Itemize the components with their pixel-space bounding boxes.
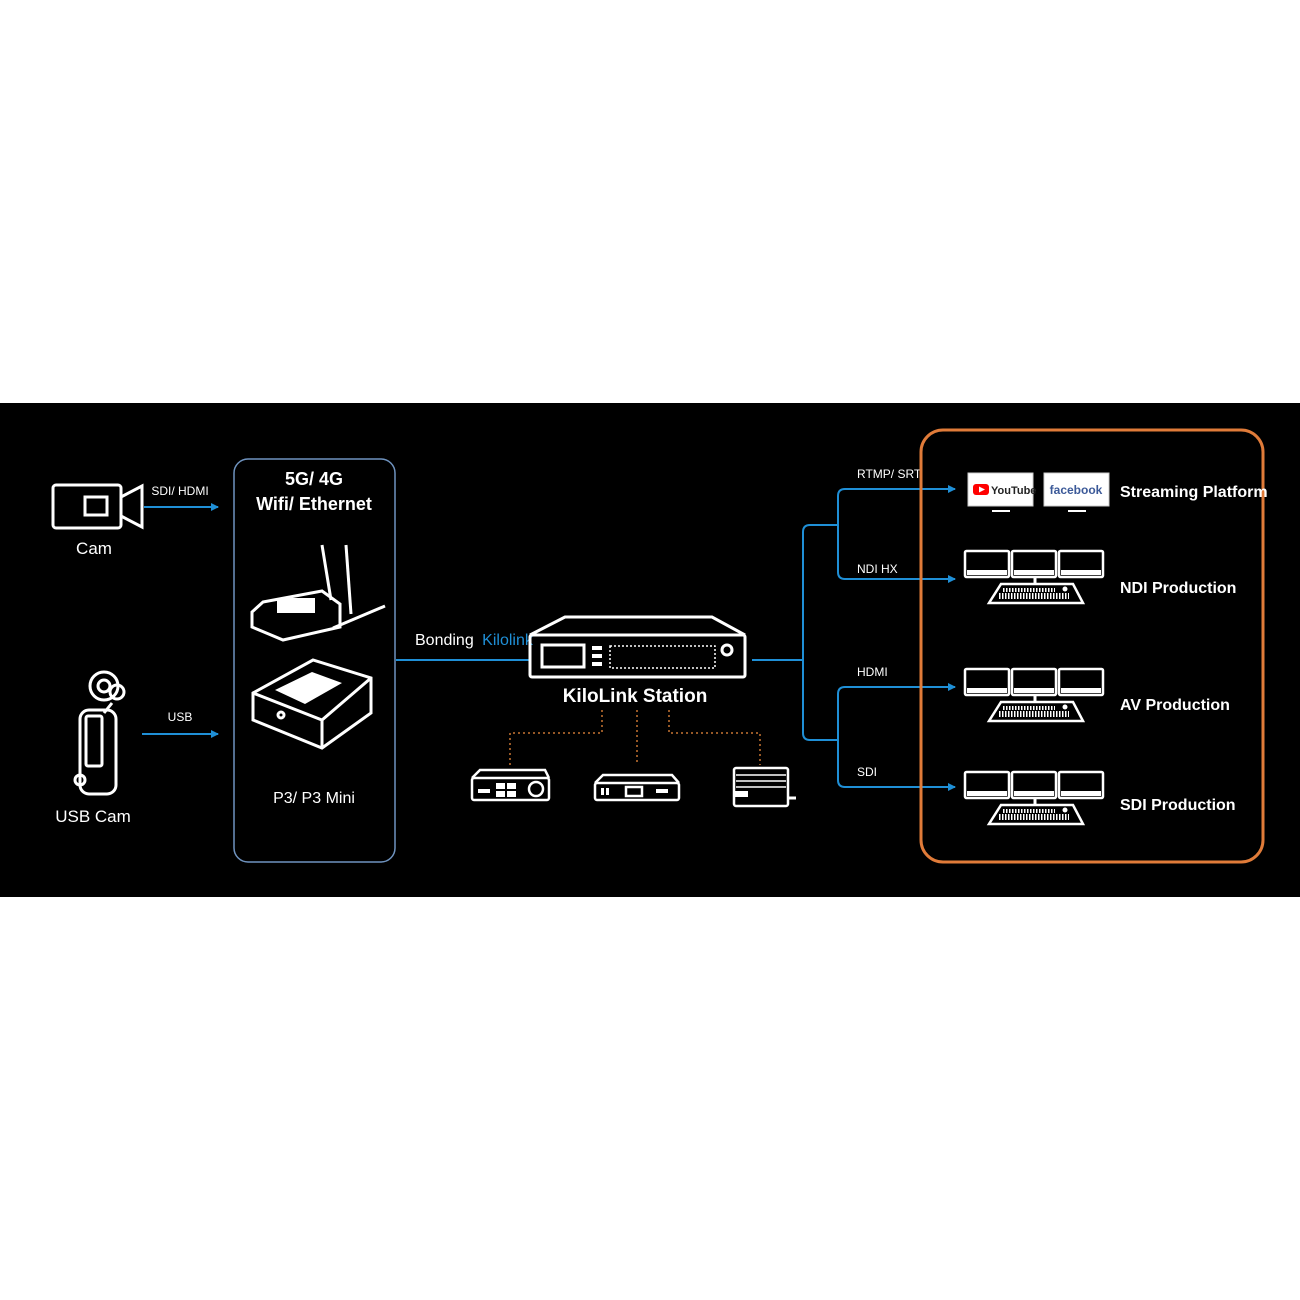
kilolink-station: KiloLink Station	[528, 615, 747, 707]
rack-unit-icon	[593, 773, 681, 802]
ndi-hx-arrow	[837, 525, 956, 583]
monitor-icon	[963, 667, 1011, 697]
control-desk-icon	[986, 803, 1086, 826]
rtmp-srt-arrow	[837, 485, 956, 525]
bonding-text: Bonding	[415, 632, 474, 649]
station-label: KiloLink Station	[563, 686, 708, 707]
monitor-icon	[963, 549, 1011, 579]
video-camera-icon	[51, 483, 144, 530]
cam-source: Cam	[51, 483, 144, 558]
usb-label: USB	[168, 710, 193, 724]
peripheral-links	[509, 710, 761, 765]
encoder-title-line1: 5G/ 4G	[285, 469, 343, 489]
youtube-label: YouTube	[991, 485, 1036, 497]
p3-encoder-icon	[251, 658, 373, 750]
encoder-title-line2: Wifi/ Ethernet	[256, 494, 372, 514]
cam-label: Cam	[76, 539, 112, 558]
facebook-label: facebook	[1050, 483, 1103, 497]
router-icon	[250, 544, 386, 642]
outputs-group-border	[919, 428, 1265, 864]
facebook-screen: facebook	[1043, 472, 1110, 512]
rack-server-icon	[528, 615, 747, 679]
output-protocol-hdmi: HDMI	[857, 665, 888, 679]
control-desk-icon	[986, 700, 1086, 723]
youtube-screen: YouTube	[967, 472, 1036, 512]
ndi-production-console-icon	[963, 549, 1105, 605]
output-bus	[802, 524, 838, 741]
sdi-arrow	[837, 740, 956, 791]
gimbal-camera-icon	[73, 670, 126, 796]
decoder-icon	[470, 768, 551, 802]
hdmi-arrow	[837, 683, 956, 740]
usb-cam-label: USB Cam	[55, 807, 131, 826]
av-production-console-icon	[963, 667, 1105, 723]
encoder-group-border	[233, 458, 396, 863]
encoder-group: 5G/ 4G Wifi/ Ethernet P3/ P3 Mini	[233, 458, 396, 863]
output-protocol-ndi: NDI HX	[857, 562, 898, 576]
monitor-icon	[1057, 770, 1105, 800]
destination-sdi: SDI Production	[1120, 797, 1236, 814]
monitor-icon	[1057, 549, 1105, 579]
output-protocol-rtmp: RTMP/ SRT	[857, 467, 922, 481]
monitor-icon	[1057, 667, 1105, 697]
converter-box-icon	[732, 766, 796, 808]
usb-cam-source: USB Cam	[55, 670, 131, 826]
destination-ndi: NDI Production	[1120, 580, 1236, 597]
control-desk-icon	[986, 582, 1086, 605]
sdi-production-console-icon	[963, 770, 1105, 826]
bonding-label: Bonding Kilolink	[415, 632, 534, 649]
monitor-icon	[963, 770, 1011, 800]
sdi-hdmi-label: SDI/ HDMI	[151, 484, 208, 498]
destination-streaming: Streaming Platform	[1120, 484, 1268, 501]
output-protocol-sdi: SDI	[857, 765, 877, 779]
encoder-device-label: P3/ P3 Mini	[273, 790, 355, 807]
bonding-brand: Kilolink	[482, 632, 534, 649]
destination-av: AV Production	[1120, 697, 1230, 714]
